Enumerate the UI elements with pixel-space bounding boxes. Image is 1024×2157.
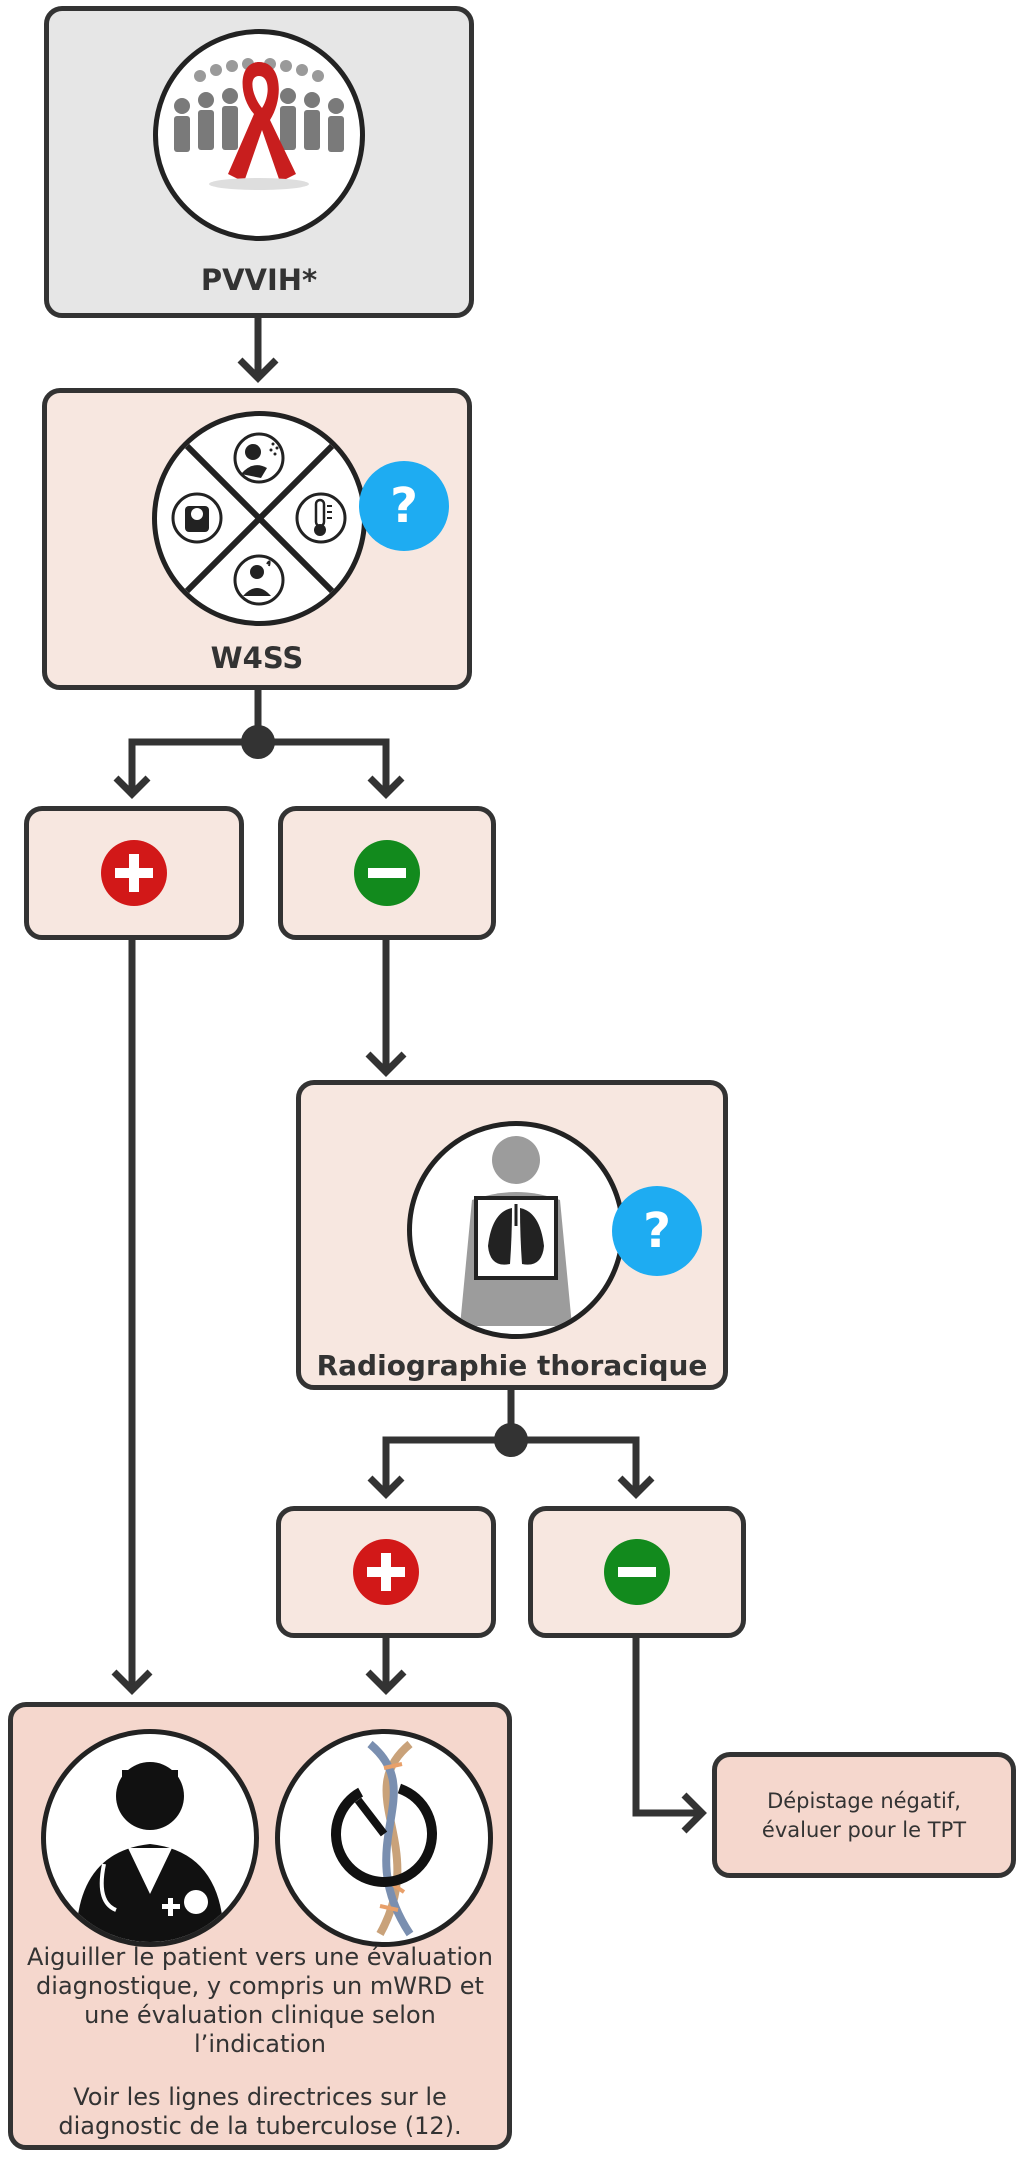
negative-screen-box: Dépistage négatif, évaluer pour le TPT <box>712 1752 1016 1878</box>
aids-ribbon-people-icon <box>153 29 365 241</box>
w4ss-positive-box <box>24 806 244 940</box>
w4ss-label: W4SS <box>210 641 304 675</box>
dna-clock-icon <box>275 1729 493 1947</box>
chest-xray-icon <box>407 1121 625 1339</box>
plus-icon <box>353 1539 419 1605</box>
referral-box: Aiguiller le patient vers une évaluation… <box>8 1702 512 2150</box>
w4ss-info-button[interactable]: ? <box>359 461 449 551</box>
w4ss-symptom-wheel <box>152 411 367 626</box>
cough-icon <box>233 432 285 484</box>
cxr-positive-box <box>276 1506 496 1638</box>
pvvih-label: PVVIH* <box>200 263 318 297</box>
minus-icon <box>604 1539 670 1605</box>
cxr-box: ? Radiographie thoracique <box>296 1080 728 1390</box>
weight-scale-icon <box>171 492 223 544</box>
w4ss-box: ? W4SS <box>42 388 472 690</box>
referral-text: Aiguiller le patient vers une évaluation… <box>27 1943 493 2058</box>
night-sweat-icon <box>233 554 285 606</box>
doctor-icon <box>41 1729 259 1947</box>
plus-icon <box>101 840 167 906</box>
cxr-info-button[interactable]: ? <box>612 1186 702 1276</box>
referral-note: Voir les lignes directrices sur le diagn… <box>58 2083 462 2140</box>
cxr-negative-box <box>528 1506 746 1638</box>
pvvih-box: PVVIH* <box>44 6 474 318</box>
cxr-label: Radiographie thoracique <box>316 1349 708 1382</box>
minus-icon <box>354 840 420 906</box>
negative-screen-text: Dépistage négatif, évaluer pour le TPT <box>761 1789 967 1842</box>
w4ss-negative-box <box>278 806 496 940</box>
thermometer-icon <box>295 492 347 544</box>
